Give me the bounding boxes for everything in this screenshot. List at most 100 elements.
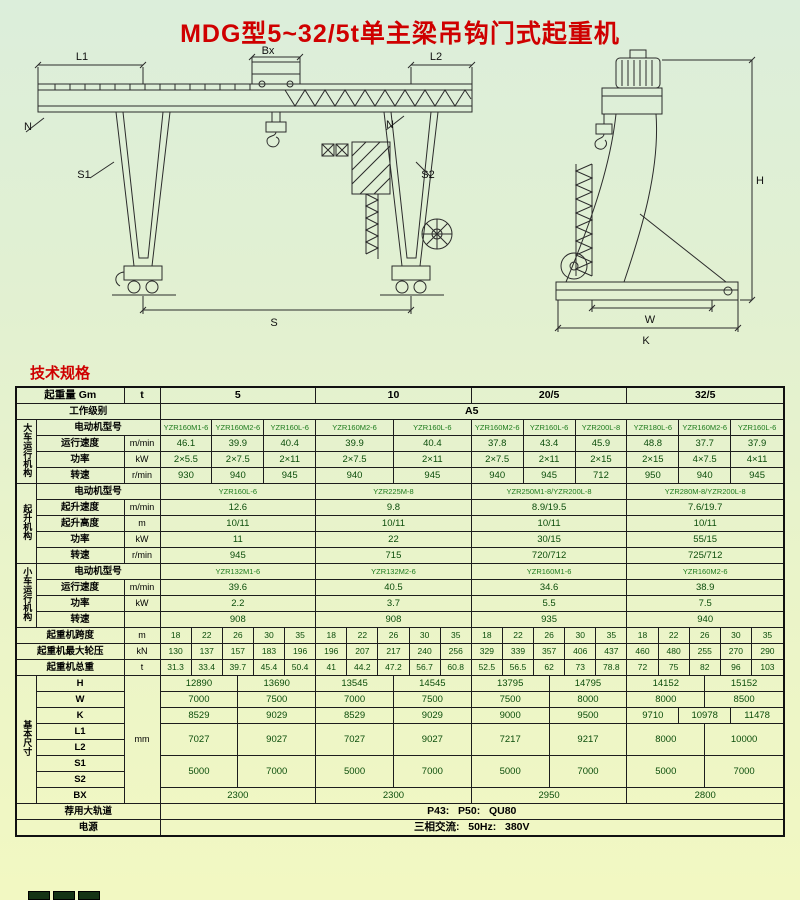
spec-value-cell: 75: [657, 659, 690, 676]
unit-cell: kW: [123, 595, 161, 612]
spec-value-cell: 3.7: [315, 595, 472, 612]
spec-value-cell: 35: [284, 627, 317, 644]
spec-value-cell: 908: [159, 611, 317, 628]
spec-value-cell: 130: [159, 643, 192, 660]
row-label-cell: 功率: [35, 451, 125, 468]
header-cell: A5: [159, 403, 785, 420]
row-label-cell: 运行速度: [35, 579, 125, 596]
spec-value-cell: 35: [750, 627, 785, 644]
spec-value-cell: 5000: [470, 755, 550, 788]
unit-cell: [123, 611, 161, 628]
spec-value-cell: 290: [750, 643, 785, 660]
row-label-cell: 起重机总重: [15, 659, 125, 676]
spec-value-cell: 7000: [548, 755, 628, 788]
spec-value-cell: 7500: [470, 691, 550, 708]
spec-value-cell: 31.3: [159, 659, 192, 676]
ladder-front: [364, 193, 380, 259]
spec-value-cell: 11: [159, 531, 317, 548]
spec-value-cell: 950: [626, 467, 680, 484]
spec-value-cell: 7000: [392, 755, 472, 788]
spec-value-cell: 8.9/19.5: [470, 499, 628, 516]
motor-model-cell: YZR160L-6: [522, 419, 576, 436]
spec-value-cell: 18: [159, 627, 192, 644]
unit-cell: kW: [123, 531, 161, 548]
unit-cell: r/min: [123, 547, 161, 564]
row-label-cell: 功率: [35, 595, 125, 612]
spec-value-cell: 13690: [237, 675, 317, 692]
group-label-cell: 大车运行机构: [15, 419, 37, 484]
spec-value-cell: 40.5: [315, 579, 472, 596]
spec-value-cell: 2×11: [263, 451, 317, 468]
row-label-cell: 起升高度: [35, 515, 125, 532]
left-leg: [115, 111, 171, 267]
group-label-cell: 起升机构: [15, 483, 37, 564]
spec-value-cell: 406: [564, 643, 597, 660]
spec-value-cell: 9710: [626, 707, 680, 724]
motor-model-cell: YZR160M1-6: [470, 563, 628, 580]
girder-outline: [37, 83, 473, 113]
spec-value-cell: 40.4: [263, 435, 317, 452]
spec-value-cell: 7217: [470, 723, 550, 756]
spec-value-cell: 56.5: [501, 659, 535, 676]
header-cell: P43: P50: QU80: [159, 803, 785, 820]
spec-value-cell: 7.6/19.7: [626, 499, 785, 516]
spec-value-cell: 45.9: [574, 435, 628, 452]
spec-value-cell: 30/15: [470, 531, 628, 548]
spec-value-cell: 10978: [678, 707, 732, 724]
spec-value-cell: 10/11: [315, 515, 472, 532]
spec-value-cell: 437: [595, 643, 628, 660]
spec-value-cell: 207: [346, 643, 379, 660]
spec-value-cell: 22: [657, 627, 690, 644]
spec-value-cell: 940: [626, 611, 785, 628]
spec-value-cell: 18: [626, 627, 659, 644]
base-beam: [555, 281, 739, 301]
spec-value-cell: 9027: [392, 723, 472, 756]
spec-value-cell: 940: [470, 467, 524, 484]
spec-value-cell: 715: [315, 547, 472, 564]
spec-value-cell: 52.5: [470, 659, 503, 676]
motor-model-cell: YZR160M1-6: [159, 419, 213, 436]
spec-value-cell: 256: [439, 643, 472, 660]
spec-value-cell: 13545: [315, 675, 394, 692]
spec-value-cell: 2×7.5: [315, 451, 394, 468]
spec-value-cell: 26: [377, 627, 410, 644]
row-label-cell: 荐用大轨道: [15, 803, 161, 820]
hook-side-icon: [594, 133, 607, 150]
spec-value-cell: 37.9: [730, 435, 785, 452]
spec-value-cell: 5000: [626, 755, 706, 788]
right-leg: [383, 111, 439, 267]
row-label-cell: 工作级别: [15, 403, 161, 420]
motor-model-cell: YZR160M2-6: [315, 419, 394, 436]
dim-label-l2: L2: [430, 51, 442, 63]
motor-model-cell: YZR160L-6: [730, 419, 785, 436]
spec-value-cell: 22: [501, 627, 535, 644]
spec-value-cell: 935: [470, 611, 628, 628]
strip-cell: [28, 891, 50, 900]
row-label-cell: 电动机型号: [35, 483, 161, 500]
spec-value-cell: 945: [522, 467, 576, 484]
motor-model-cell: YZR132M2-6: [315, 563, 472, 580]
row-label-cell: 转速: [35, 611, 125, 628]
spec-value-cell: 4×7.5: [678, 451, 732, 468]
spec-value-cell: 73: [564, 659, 597, 676]
spec-value-cell: 2.2: [159, 595, 317, 612]
spec-value-cell: 5000: [159, 755, 239, 788]
spec-value-cell: 725/712: [626, 547, 785, 564]
motor-model-cell: YZR225M-8: [315, 483, 472, 500]
section-header: 技术规格: [30, 365, 91, 382]
spec-value-cell: 4×11: [730, 451, 785, 468]
spec-value-cell: 9000: [470, 707, 550, 724]
spec-value-cell: 55/15: [626, 531, 785, 548]
crane-drawing-area: L1 Bx L2 N N S1 S2 S H W K: [0, 44, 800, 356]
spec-value-cell: 35: [595, 627, 628, 644]
spec-value-cell: 15152: [704, 675, 785, 692]
row-label-cell: L1: [35, 723, 125, 740]
spec-value-cell: 940: [678, 467, 732, 484]
spec-value-cell: 8000: [626, 691, 706, 708]
group-label-vertical-text: 小车运行机构: [22, 567, 33, 621]
unit-cell: kW: [123, 451, 161, 468]
spec-value-cell: 39.6: [159, 579, 317, 596]
spec-value-cell: 2×11: [522, 451, 576, 468]
spec-value-cell: 26: [688, 627, 721, 644]
spec-value-cell: 7.5: [626, 595, 785, 612]
